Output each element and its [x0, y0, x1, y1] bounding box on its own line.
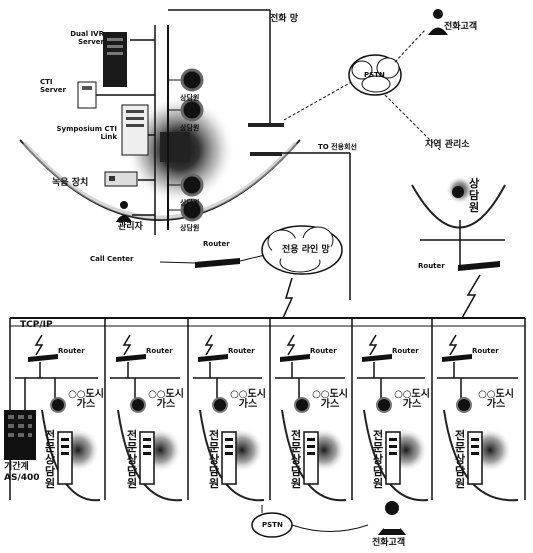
- branch-company-label: ○○도시 가스: [146, 390, 186, 410]
- bottom-pstn-label: PSTN: [262, 521, 283, 529]
- branch-company-label: ○○도시 가스: [476, 390, 516, 410]
- branch-company-label: ○○도시 가스: [310, 390, 350, 410]
- customer-figure: [433, 9, 443, 19]
- t0-line-device: [248, 123, 284, 127]
- expert-agent-label: 전문상담원: [126, 430, 138, 490]
- call-center-label: Call Center: [90, 255, 138, 263]
- cti-server-label: CTI Server: [40, 78, 76, 94]
- regional-agent-label: 상담원: [468, 178, 480, 214]
- branch-router-label: Router: [472, 347, 499, 355]
- branch-router-label: Router: [310, 347, 337, 355]
- agent-disc: [182, 70, 202, 90]
- branch-router-label: Router: [146, 347, 173, 355]
- expert-agent-label: 전문상담원: [372, 430, 384, 490]
- branch-router-label: Router: [228, 347, 255, 355]
- branch-company-label: ○○도시 가스: [228, 390, 268, 410]
- expert-agent-label: 전문상담원: [208, 430, 220, 490]
- branch-company-label: ○○도시 가스: [392, 390, 432, 410]
- bottom-customer-label: 전화고객: [372, 538, 405, 548]
- branch-company-label: ○○도시 가스: [66, 390, 106, 410]
- manager-label: 관리자: [118, 222, 143, 232]
- recording-device-label: 녹음 장치: [52, 178, 88, 188]
- agent-label: 상담원: [180, 224, 199, 232]
- expert-agent-label: 전문상담원: [454, 430, 466, 490]
- t0-dedicated-line-label: TO 전용회선: [318, 143, 357, 151]
- cti-server-box: [78, 82, 96, 108]
- expert-agent-label: 전문상담원: [44, 430, 56, 490]
- router-label-center: Router: [203, 240, 230, 248]
- agent-label: 상담원: [180, 124, 199, 132]
- branch-router-label: Router: [58, 347, 85, 355]
- manager-figure: [120, 201, 128, 209]
- expert-agent-label: 전문상담원: [290, 430, 302, 490]
- dual-ivr-server-label: Dual IVR Server: [68, 30, 104, 46]
- symposium-cti-link-label: Symposium CTI Link: [55, 125, 117, 141]
- agent-label: 상담원: [180, 199, 199, 207]
- bottom-customer-figure: [385, 501, 399, 515]
- phone-network-label: 전화 망: [270, 14, 298, 24]
- tcpip-label: TCP/IP: [20, 320, 53, 330]
- legacy-system-label: 기간계 AS/400: [4, 462, 42, 484]
- central-switch: [160, 132, 190, 162]
- dedicated-network-label: 전용 라인 망: [282, 245, 330, 255]
- agent-label: 상담원: [180, 94, 199, 102]
- phone-customer-label: 전화고객: [444, 22, 477, 32]
- router-shape: [195, 258, 240, 268]
- agent-disc: [182, 175, 202, 195]
- pstn-label: PSTN: [364, 71, 385, 79]
- agent-disc: [182, 100, 202, 120]
- branch-router-label: Router: [392, 347, 419, 355]
- router-label-right: Router: [418, 262, 445, 270]
- regional-office-label: 지역 관리소: [425, 140, 470, 150]
- router-shape: [458, 261, 500, 271]
